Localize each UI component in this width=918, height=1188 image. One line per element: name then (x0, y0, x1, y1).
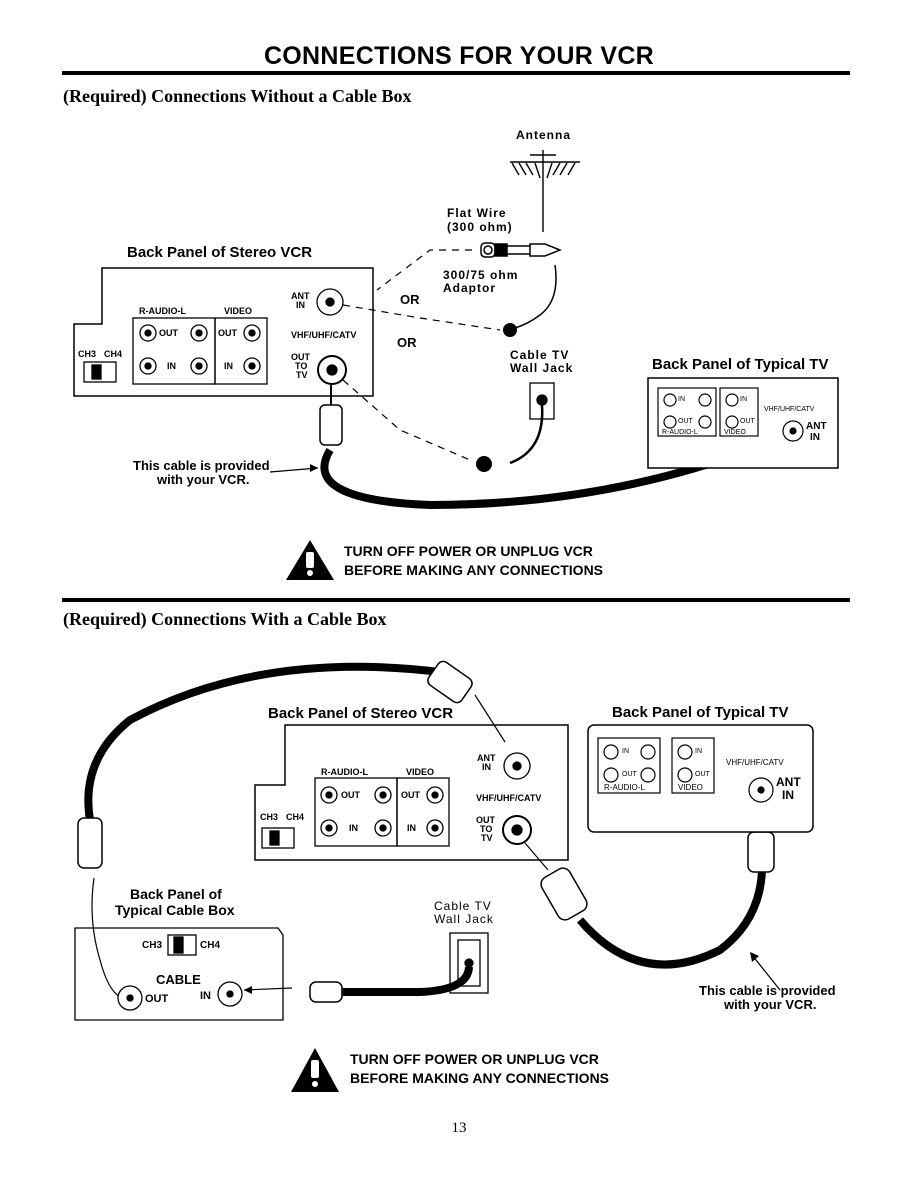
vcr2-video-in-label: IN (407, 823, 416, 833)
cable-box-title-2: Typical Cable Box (115, 902, 235, 918)
wall-jack-label-2: Wall Jack (510, 361, 574, 375)
warning-text-2: TURN OFF POWER OR UNPLUG VCR (350, 1051, 599, 1067)
page-number: 13 (451, 1120, 467, 1136)
box-to-vcr-cable (77, 660, 506, 998)
tv1-video-label: VIDEO (724, 429, 746, 436)
vcr2-ant-label: ANT (477, 753, 496, 763)
cable-note-2b: with your VCR. (724, 997, 817, 1012)
cable-note-1: This cable is provided (133, 458, 270, 473)
vcr1-out-to-label: OUT (291, 352, 310, 362)
tv2-video-in-label: IN (695, 748, 702, 755)
box-ch3-label: CH3 (142, 940, 163, 951)
or-label-1: OR (400, 292, 420, 307)
tv1-audio-label: R-AUDIO-L (662, 429, 698, 436)
vcr1-vhf-label: VHF/UHF/CATV (291, 330, 357, 340)
tv1-out-label: OUT (678, 418, 693, 425)
warning-text-2b: BEFORE MAKING ANY CONNECTIONS (350, 1070, 610, 1086)
vcr1-video-out-label: OUT (218, 328, 237, 338)
warning-text-1: TURN OFF POWER OR UNPLUG VCR (344, 543, 593, 559)
tv-panel-title-1: Back Panel of Typical TV (652, 356, 829, 373)
warning-icon (286, 540, 334, 580)
wall-jack-2-label-2: Wall Jack (434, 912, 494, 926)
adaptor-icon (480, 242, 563, 329)
page-title: CONNECTIONS FOR YOUR VCR (263, 42, 655, 70)
section-rule (62, 598, 850, 602)
vcr-to-tv-cable-2 (524, 815, 775, 969)
vcr2-in-label: IN (349, 823, 358, 833)
tv2-out-label: OUT (622, 771, 637, 778)
section2-heading: (Required) Connections With a Cable Box (63, 609, 387, 629)
tv2-video-out-label: OUT (695, 771, 710, 778)
vcr1-ant-in-label: IN (296, 300, 305, 310)
vcr2-ch3-label: CH3 (260, 812, 279, 822)
vcr1-ant-label: ANT (291, 291, 310, 301)
tv2-ant-in-label: IN (782, 788, 794, 802)
vcr1-in-label: IN (167, 361, 176, 371)
box-in-label: IN (200, 990, 211, 1002)
antenna-label: Antenna (516, 128, 571, 142)
tv1-video-out-label: OUT (740, 418, 755, 425)
vcr1-audio-label: R-AUDIO-L (139, 306, 186, 316)
title-rule (62, 71, 850, 75)
vcr2-out-to-label: OUT (476, 815, 495, 825)
wall-jack-2-label: Cable TV (434, 899, 492, 913)
box-ch4-label: CH4 (200, 940, 221, 951)
section1-heading: (Required) Connections Without a Cable B… (63, 86, 412, 106)
flat-wire-label: Flat Wire (447, 206, 507, 220)
vcr1-to-label: TO (295, 361, 308, 371)
adaptor-label: 300/75 ohm (443, 268, 519, 282)
vcr2-vhf-label: VHF/UHF/CATV (476, 793, 542, 803)
warning-text-1b: BEFORE MAKING ANY CONNECTIONS (344, 562, 604, 578)
or-label-2: OR (397, 335, 417, 350)
vcr1-video-in-label: IN (224, 361, 233, 371)
vcr2-ch4-label: CH4 (286, 812, 305, 822)
vcr2-video-label: VIDEO (406, 767, 435, 777)
adaptor-label-2: Adaptor (443, 281, 496, 295)
vcr1-out-label: OUT (159, 328, 178, 338)
cable-note-2: This cable is provided (699, 983, 836, 998)
vcr2-to-label: TO (480, 824, 493, 834)
tv2-ant-label: ANT (776, 775, 801, 789)
wall-jack-icon (509, 382, 555, 465)
tv1-vhf-label: VHF/UHF/CATV (764, 406, 815, 413)
vcr2-out-label: OUT (341, 790, 360, 800)
warning-icon-2 (291, 1048, 339, 1092)
flat-wire-ohm-label: (300 ohm) (447, 220, 513, 234)
box-out-label: OUT (145, 993, 169, 1005)
tv2-vhf-label: VHF/UHF/CATV (726, 758, 784, 767)
tv2-in-label: IN (622, 748, 629, 755)
box-cable-label: CABLE (156, 972, 201, 987)
wall-jack-label: Cable TV (510, 348, 570, 362)
vcr1-video-label: VIDEO (224, 306, 253, 316)
wall-jack-icon-2 (309, 932, 489, 1003)
tv2-video-label: VIDEO (678, 783, 703, 792)
vcr2-video-out-label: OUT (401, 790, 420, 800)
vcr2-ant-in-label: IN (482, 762, 491, 772)
tv1-ant-in-label: IN (810, 432, 820, 443)
tv-panel-title-2: Back Panel of Typical TV (612, 704, 789, 721)
vcr-panel-title-1: Back Panel of Stereo VCR (127, 244, 313, 261)
tv1-ant-label: ANT (806, 421, 827, 432)
vcr1-ch3-label: CH3 (78, 349, 97, 359)
vcr2-tv-label: TV (481, 833, 493, 843)
vcr1-ch4-label: CH4 (104, 349, 123, 359)
vcr2-audio-label: R-AUDIO-L (321, 767, 368, 777)
tv1-in-label: IN (678, 396, 685, 403)
vcr1-tv-label: TV (296, 370, 308, 380)
tv2-audio-label: R-AUDIO-L (604, 783, 645, 792)
cable-note-1b: with your VCR. (157, 472, 250, 487)
cable-box-title: Back Panel of (130, 886, 222, 902)
antenna-icon (510, 150, 580, 232)
tv1-video-in-label: IN (740, 396, 747, 403)
vcr-panel-title-2: Back Panel of Stereo VCR (268, 705, 454, 722)
